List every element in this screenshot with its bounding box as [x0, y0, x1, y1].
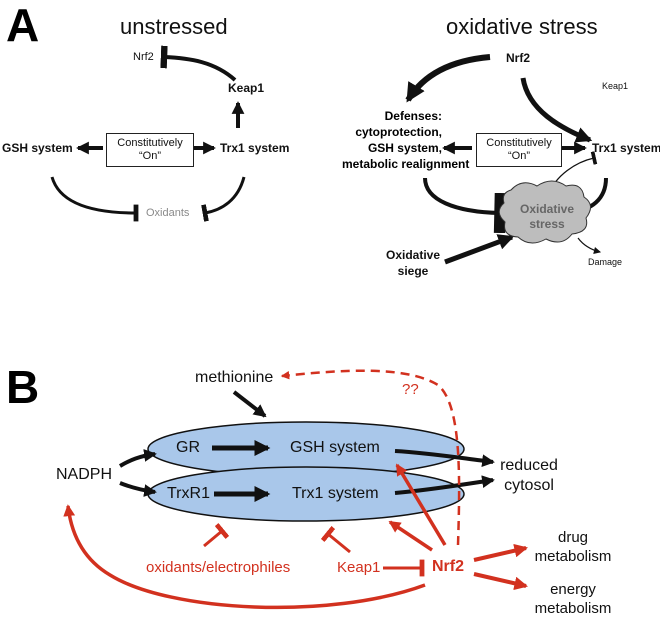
- unstressed-gsh-label: GSH system: [2, 141, 73, 155]
- cloud-line1: Oxidative: [519, 202, 575, 216]
- drug-line1: drug: [557, 529, 589, 546]
- nrf2-to-trx1-arrow: [388, 520, 433, 552]
- siege-to-stress-arrow: [444, 234, 515, 265]
- trxr1-label: TrxR1: [167, 485, 210, 502]
- panel-b-letter: B: [6, 361, 40, 413]
- nrf2-to-defenses-arrow: [405, 54, 491, 103]
- stress-nrf2-label: Nrf2: [506, 51, 531, 65]
- energy-line1: energy: [550, 581, 596, 598]
- nrf2-to-gsh-arrow: [395, 463, 447, 546]
- unstressed-keap1-label: Keap1: [228, 81, 265, 95]
- unstressed-box-line2: “On”: [139, 150, 161, 162]
- gsh-inhibits-oxidants-arc: [50, 176, 139, 222]
- nrf2-to-energy-metabolism-arrow: [473, 572, 528, 591]
- energy-line2: metabolism: [534, 600, 612, 617]
- cloud-line2: stress: [529, 217, 565, 231]
- oxidants-electrophiles-label: oxidants/electrophiles: [146, 559, 291, 576]
- stress-trx1-label: Trx1 system: [592, 141, 660, 155]
- defenses-line1: Defenses:: [384, 109, 442, 123]
- stress-to-damage-arrow: [577, 237, 602, 255]
- stress-box-line2: “On”: [508, 150, 530, 162]
- reduced-cytosol-label: reduced cytosol: [484, 456, 574, 496]
- trx1-system-label: Trx1 system: [292, 485, 379, 502]
- oxidative-stress-cloud: [498, 180, 591, 244]
- unstressed-oxidants-label: Oxidants: [146, 207, 190, 219]
- unstressed-box-line1: Constitutively: [117, 137, 183, 149]
- nrf2-to-trx1-arrow: [520, 77, 593, 143]
- keap1-inhibits-trx1: [320, 525, 351, 554]
- gsh-system-label: GSH system: [290, 439, 380, 456]
- unstressed-title: unstressed: [120, 14, 228, 39]
- stress-keap1-label: Keap1: [602, 81, 629, 91]
- unknown-link-label: ??: [402, 381, 419, 398]
- panel-a-letter: A: [6, 0, 40, 51]
- panel-a-unstressed-arrows: [50, 45, 246, 222]
- defenses-label: Defenses: cytoprotection, GSH system, me…: [342, 108, 470, 172]
- energy-metabolism-label: energy metabolism: [528, 580, 618, 618]
- panel-b-red-arrows: [63, 369, 528, 610]
- trx1-inhibits-oxidants-arc: [201, 176, 246, 222]
- nadph-to-gr-arrow: [118, 449, 157, 468]
- drug-line2: metabolism: [534, 548, 612, 565]
- siege-label: Oxidative siege: [378, 247, 448, 279]
- gr-label: GR: [176, 439, 200, 456]
- oxidants-inhibit-trxr1: [203, 523, 230, 548]
- panel-b-nrf2-label: Nrf2: [432, 558, 465, 575]
- panel-b-black-arrows: [118, 390, 495, 503]
- nadph-to-trxr1-arrow: [119, 481, 157, 497]
- defenses-line4: metabolic realignment: [342, 157, 470, 171]
- trx1-to-cytosol-arrow: [394, 475, 495, 495]
- defenses-inhibit-stress-arc: [423, 177, 507, 234]
- keap1-inhibits-nrf2-arc: [160, 45, 237, 82]
- nadph-label: NADPH: [56, 466, 113, 483]
- reduced-line1: reduced: [500, 457, 558, 474]
- unstressed-trx1-label: Trx1 system: [220, 141, 290, 155]
- unstressed-nrf2-label: Nrf2: [133, 51, 154, 63]
- defenses-line2: cytoprotection,: [355, 125, 442, 139]
- methionine-label: methionine: [195, 369, 274, 386]
- siege-line1: Oxidative: [385, 248, 441, 262]
- panel-a-stress-arrows: [405, 54, 608, 265]
- drug-metabolism-label: drug metabolism: [528, 528, 618, 566]
- panel-b-keap1-label: Keap1: [337, 559, 381, 576]
- methionine-to-gsh-arrow: [232, 390, 267, 418]
- unstressed-constitutive-box: Constitutively “On”: [106, 133, 194, 167]
- defenses-line3: GSH system,: [367, 141, 442, 155]
- stress-box-line1: Constitutively: [486, 137, 552, 149]
- siege-line2: siege: [397, 264, 429, 278]
- stress-constitutive-box: Constitutively “On”: [476, 133, 562, 167]
- oxidative-stress-title: oxidative stress: [446, 14, 598, 39]
- cloud-label: Oxidative stress: [512, 202, 582, 232]
- reduced-line2: cytosol: [504, 477, 554, 494]
- gsh-to-cytosol-arrow: [394, 449, 495, 468]
- nrf2-to-nadph-arc-arrow: [63, 504, 426, 610]
- damage-label: Damage: [588, 257, 623, 267]
- nrf2-to-drug-metabolism-arrow: [473, 543, 528, 562]
